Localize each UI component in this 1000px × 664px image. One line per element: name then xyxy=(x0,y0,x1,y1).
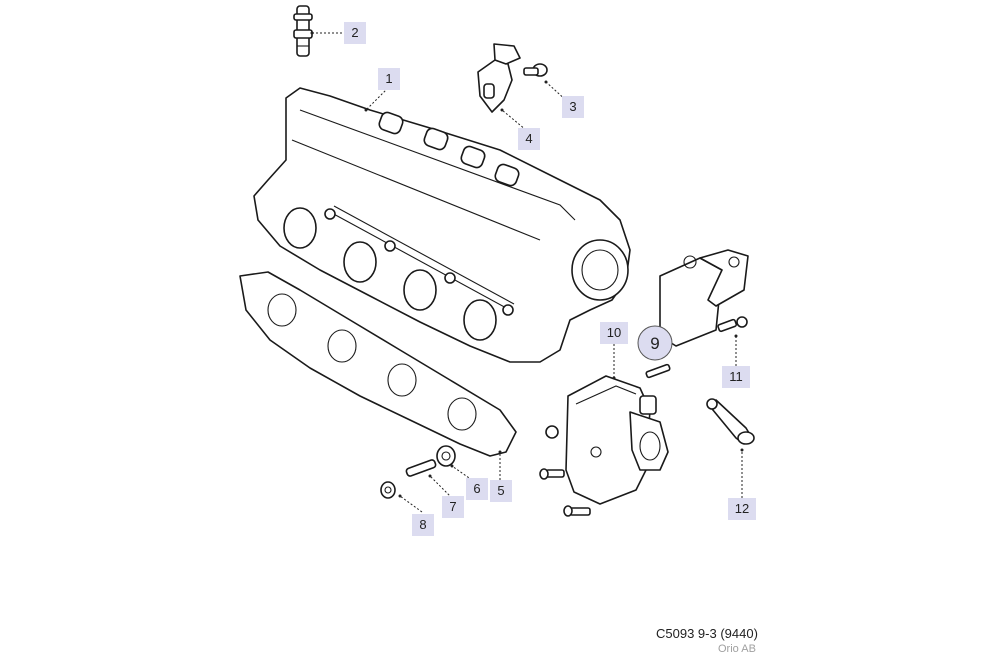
part-sensor-screw xyxy=(523,63,548,77)
callout-10[interactable]: 10 xyxy=(600,322,628,344)
callout-4-label: 4 xyxy=(525,131,532,146)
part-nut xyxy=(436,445,456,467)
part-pressure-sensor xyxy=(477,43,521,113)
callout-12[interactable]: 12 xyxy=(728,498,756,520)
part-bolt-11 xyxy=(717,316,748,333)
part-stud xyxy=(405,459,437,477)
part-manifold-gasket xyxy=(239,271,517,457)
callout-11-label: 11 xyxy=(729,369,743,384)
part-link-rod xyxy=(706,398,755,445)
part-throttle-screws xyxy=(539,363,671,517)
callout-4[interactable]: 4 xyxy=(518,128,540,150)
callout-6-label: 6 xyxy=(473,481,480,496)
callout-5-label: 5 xyxy=(497,483,504,498)
callout-7-label: 7 xyxy=(449,499,456,514)
copyright-owner-caption: Orio AB xyxy=(718,643,756,655)
callout-8[interactable]: 8 xyxy=(412,514,434,536)
callout-1-label: 1 xyxy=(385,71,392,86)
callout-5[interactable]: 5 xyxy=(490,480,512,502)
part-intake-manifold xyxy=(253,87,631,363)
callout-12-label: 12 xyxy=(735,501,749,516)
callout-11[interactable]: 11 xyxy=(722,366,750,388)
diagram-code-caption: C5093 9-3 (9440) xyxy=(656,626,758,641)
callout-3[interactable]: 3 xyxy=(562,96,584,118)
callout-2[interactable]: 2 xyxy=(344,22,366,44)
part-hose-connector xyxy=(293,5,313,57)
part-throttle-body xyxy=(565,375,669,505)
callout-7[interactable]: 7 xyxy=(442,496,464,518)
callout-1[interactable]: 1 xyxy=(378,68,400,90)
callout-2-label: 2 xyxy=(351,25,358,40)
callout-3-label: 3 xyxy=(569,99,576,114)
part-washer xyxy=(380,481,396,499)
callout-6[interactable]: 6 xyxy=(466,478,488,500)
callout-9[interactable]: 9 xyxy=(637,325,673,361)
callout-9-label: 9 xyxy=(650,334,659,353)
part-control-module xyxy=(659,249,749,347)
callout-10-label: 10 xyxy=(607,325,621,340)
callout-8-label: 8 xyxy=(419,517,426,532)
